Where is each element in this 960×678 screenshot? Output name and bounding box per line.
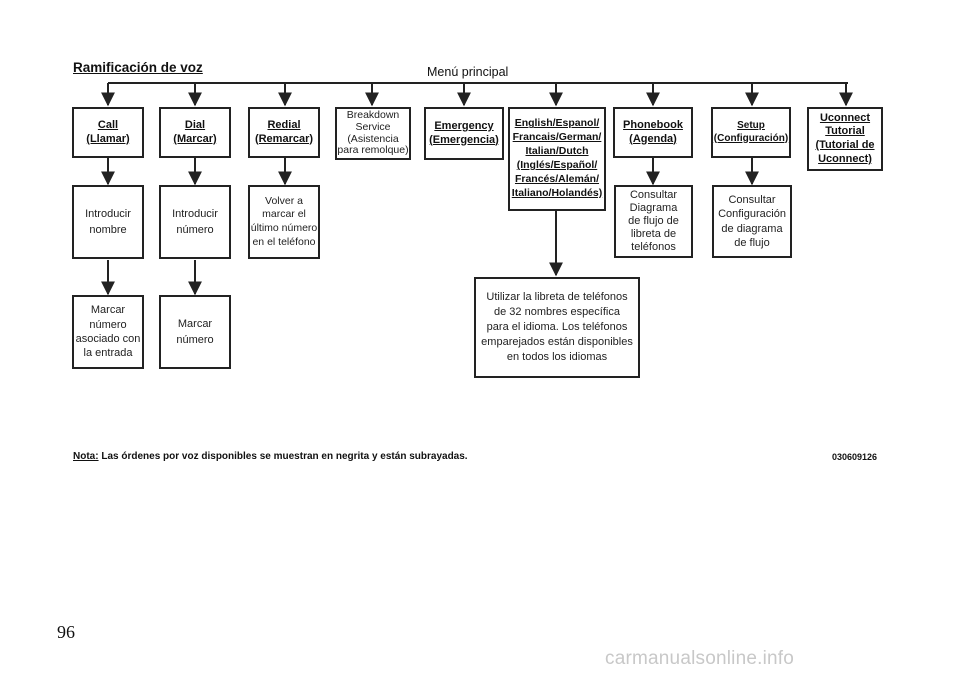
setup-step-line-2: Configuración (718, 208, 786, 221)
command-breakdown-line-1: Breakdown (346, 109, 400, 122)
dial-step-2-line-1: Marcar (177, 317, 213, 330)
command-phonebook-box: Phonebook (Agenda) (613, 107, 693, 158)
note-label: Nota: (73, 451, 99, 462)
command-language-line-4: (Inglés/Español/ (516, 159, 598, 171)
command-dial-translation: (Marcar) (173, 132, 217, 145)
call-step-enter-name-box: Introducir nombre (72, 185, 144, 259)
page-number: 96 (57, 622, 75, 642)
redial-step-line-2: marcar el (262, 208, 306, 221)
phonebook-step-line-3: de flujo de (628, 214, 679, 227)
command-breakdown-box: Breakdown Service (Asistencia para remol… (335, 107, 411, 160)
command-redial-box: Redial (Remarcar) (248, 107, 320, 158)
command-language-line-1: English/Espanol/ (514, 117, 600, 130)
command-language-line-3: Italian/Dutch (525, 145, 589, 158)
command-redial-label: Redial (267, 118, 301, 131)
phonebook-step-line-1: Consultar (629, 188, 678, 201)
command-language-line-2: Francais/German/ (512, 131, 602, 144)
command-language-box: English/Espanol/ Francais/German/ Italia… (508, 107, 606, 211)
language-note-line-3: para el idioma. Los teléfonos (486, 321, 628, 334)
dial-step-2-line-2: número (176, 334, 214, 346)
setup-step-line-4: de flujo (734, 236, 770, 249)
language-note-line-1: Utilizar la libreta de teléfonos (486, 291, 628, 304)
setup-step-line-1: Consultar (728, 193, 776, 206)
command-call-box: Call (Llamar) (72, 107, 144, 158)
command-uconnect-line-3: (Tutorial de (815, 139, 875, 151)
command-uconnect-line-2: Tutorial (825, 125, 865, 138)
command-breakdown-line-3: (Asistencia (347, 132, 399, 145)
call-step-2-line-3: asociado con (75, 333, 141, 345)
setup-step-line-3: de diagrama (721, 222, 783, 235)
command-phonebook-translation: (Agenda) (629, 132, 677, 145)
command-setup-label: Setup (737, 120, 765, 131)
note-text: Las órdenes por voz disponibles se muest… (101, 451, 468, 462)
language-note-line-2: de 32 nombres específica (494, 306, 620, 319)
command-redial-translation: (Remarcar) (254, 132, 314, 145)
phonebook-step-box: Consultar Diagrama de flujo de libreta d… (614, 185, 693, 258)
command-call-translation: (Llamar) (86, 132, 130, 145)
command-setup-translation: (Configuración) (713, 132, 789, 144)
dial-step-dial-number-box: Marcar número (159, 295, 231, 369)
dial-step-enter-number-box: Introducir número (159, 185, 231, 259)
legend-note: Nota: Las órdenes por voz disponibles se… (73, 451, 468, 462)
dial-step-1-line-1: Introducir (172, 207, 218, 220)
command-emergency-box: Emergency (Emergencia) (424, 107, 504, 160)
dial-step-1-line-2: número (176, 224, 214, 236)
figure-code: 030609126 (832, 452, 878, 462)
command-call-label: Call (97, 118, 119, 131)
redial-step-line-1: Volver a (265, 194, 303, 207)
language-note-line-4: emparejados están disponibles (481, 335, 633, 348)
phonebook-step-line-4: libreta de (630, 228, 677, 241)
redial-step-line-4: en el teléfono (252, 235, 316, 248)
command-breakdown-line-2: Service (355, 120, 391, 133)
call-step-1-line-2: nombre (89, 224, 127, 236)
command-uconnect-box: Uconnect Tutorial (Tutorial de Uconnect) (807, 107, 883, 171)
call-step-2-line-1: Marcar (90, 304, 126, 317)
diagram-title: Ramificación de voz (73, 60, 203, 75)
call-step-1-line-1: Introducir (85, 207, 131, 220)
command-setup-box: Setup (Configuración) (711, 107, 791, 158)
command-emergency-translation: (Emergencia) (429, 133, 499, 146)
command-uconnect-line-4: Uconnect) (818, 152, 872, 165)
command-uconnect-line-1: Uconnect (819, 111, 871, 124)
redial-step-box: Volver a marcar el último número en el t… (248, 185, 320, 259)
command-phonebook-label: Phonebook (623, 118, 683, 131)
redial-step-line-3: último número (250, 222, 318, 234)
call-step-2-line-2: número (89, 318, 127, 331)
call-step-2-line-4: la entrada (83, 347, 133, 360)
command-dial-box: Dial (Marcar) (159, 107, 231, 158)
watermark-text: carmanualsonline.info (605, 648, 795, 669)
command-language-line-6: Italiano/Holandés) (511, 186, 603, 199)
language-phonebook-note-box: Utilizar la libreta de teléfonos de 32 n… (474, 277, 640, 378)
setup-step-box: Consultar Configuración de diagrama de f… (712, 185, 792, 258)
command-language-line-5: Francés/Alemán/ (514, 172, 600, 185)
phonebook-step-line-5: teléfonos (631, 241, 676, 254)
command-breakdown-line-4: para remolque) (337, 144, 409, 157)
command-emergency-label: Emergency (434, 119, 494, 132)
language-note-line-5: en todos los idiomas (506, 350, 608, 363)
command-dial-label: Dial (184, 118, 206, 131)
call-step-dial-entry-box: Marcar número asociado con la entrada (72, 295, 144, 369)
phonebook-step-line-2: Diagrama (629, 201, 678, 214)
main-menu-label: Menú principal (427, 65, 509, 79)
